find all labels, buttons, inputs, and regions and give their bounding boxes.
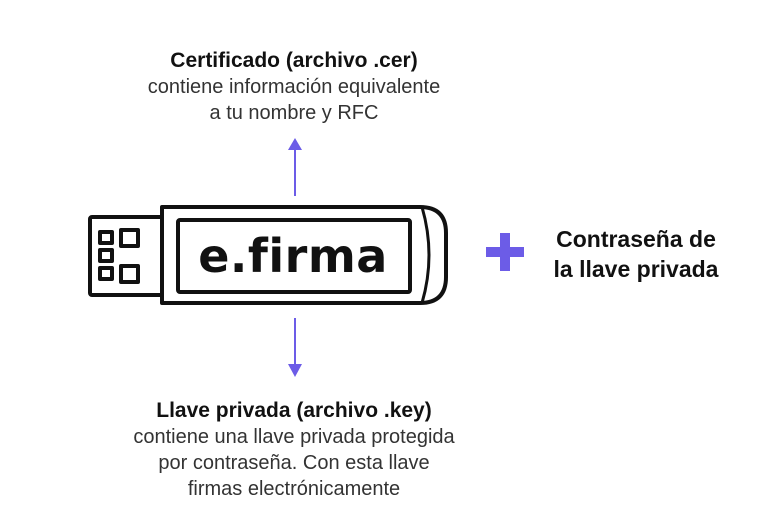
certificate-title: Certificado (archivo .cer) [170, 49, 418, 72]
plus-icon [486, 233, 524, 271]
usb-label: e.firma [198, 229, 388, 283]
private-key-line-1: contiene una llave privada protegida [133, 426, 455, 448]
arrow-up-icon [288, 138, 302, 196]
arrow-down-icon [288, 318, 302, 377]
certificate-line-2: a tu nombre y RFC [209, 102, 379, 124]
private-key-line-3: firmas electrónicamente [187, 478, 401, 500]
password-line-2: la llave privada [553, 256, 719, 282]
usb-cap-line [420, 206, 431, 304]
usb-drive-icon [88, 205, 448, 305]
password-line-1: Contraseña de [556, 226, 716, 252]
usb-contact-top [98, 230, 114, 245]
usb-contact-bottom [98, 266, 114, 281]
usb-slot-bottom [119, 264, 140, 284]
private-key-title: Llave privada (archivo .key) [156, 399, 432, 422]
certificate-caption: Certificado (archivo .cer) contiene info… [84, 48, 504, 126]
usb-label-plate [176, 218, 412, 294]
usb-slot-top [119, 228, 140, 248]
usb-contact-mid [98, 248, 114, 263]
private-key-line-2: por contraseña. Con esta llave [158, 452, 430, 474]
certificate-line-1: contiene información equivalente [147, 76, 441, 98]
password-label: Contraseña de la llave privada [536, 224, 736, 284]
usb-body [160, 205, 448, 305]
private-key-caption: Llave privada (archivo .key) contiene un… [84, 398, 504, 502]
